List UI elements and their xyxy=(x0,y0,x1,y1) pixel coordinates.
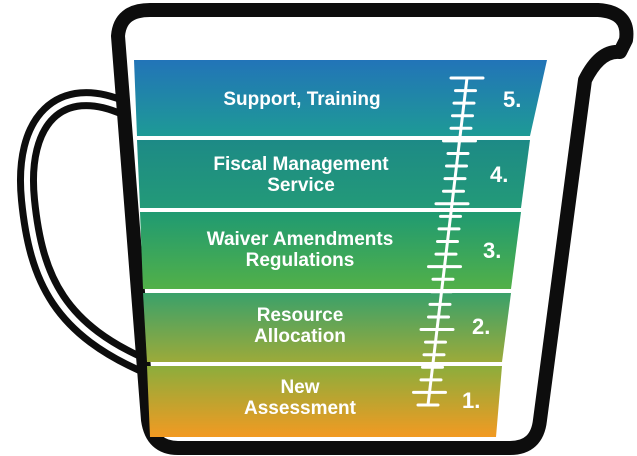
label-resource-allocation-line2: Allocation xyxy=(254,326,346,347)
band-1-new-assessment xyxy=(147,366,502,437)
label-resource-allocation: Resource Allocation xyxy=(190,305,410,347)
measuring-scale xyxy=(412,76,485,407)
label-waiver-amendments-line2: Regulations xyxy=(245,250,355,271)
label-fiscal-management-line2: Service xyxy=(267,175,335,196)
label-waiver-amendments-line1: Waiver Amendments xyxy=(206,229,394,250)
label-fiscal-management-line1: Fiscal Management xyxy=(213,154,389,175)
label-waiver-amendments: Waiver Amendments Regulations xyxy=(168,229,432,271)
label-fiscal-management: Fiscal Management Service xyxy=(170,154,432,196)
label-resource-allocation-line1: Resource xyxy=(256,305,344,326)
number-4: 4. xyxy=(490,162,509,187)
band-4-fiscal-management xyxy=(137,140,530,208)
label-support-training: Support, Training xyxy=(186,89,418,110)
cup-handle-inner xyxy=(24,96,153,371)
number-2: 2. xyxy=(472,314,491,339)
band-3-waiver-amendments xyxy=(140,212,521,289)
number-1: 1. xyxy=(462,388,481,413)
band-5-support-training xyxy=(134,60,547,136)
number-5: 5. xyxy=(503,87,522,112)
number-3: 3. xyxy=(483,238,502,263)
band-2-resource-allocation xyxy=(143,293,511,362)
label-new-assessment: New Assessment xyxy=(190,377,410,419)
label-new-assessment-line2: Assessment xyxy=(244,398,356,419)
label-new-assessment-line1: New xyxy=(280,377,320,398)
label-support-training-line1: Support, Training xyxy=(223,89,381,110)
